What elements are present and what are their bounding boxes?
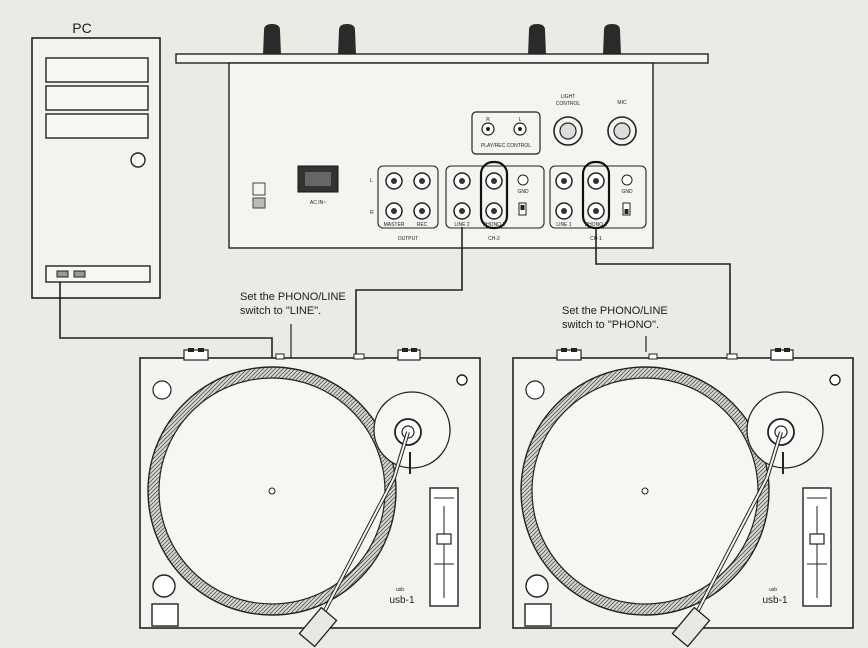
- gnd-label-ch2: GND: [517, 189, 529, 195]
- rpm-button-icon: [152, 380, 172, 400]
- phono2-label: PHONO 2: [483, 222, 506, 228]
- connector-icon: [397, 349, 421, 361]
- phono1-label: PHONO 1: [585, 222, 608, 228]
- callout-left-line2: switch to "LINE".: [240, 305, 321, 317]
- master-label: MASTER: [384, 222, 405, 228]
- play-rec-r-label: R: [486, 117, 490, 123]
- connector-pin: [402, 348, 408, 352]
- rpm-button-icon: [525, 380, 545, 400]
- play-rec-l-label: L: [519, 117, 522, 123]
- pitch-fader-knob: [809, 533, 825, 545]
- rec-label: REC: [417, 222, 428, 228]
- connector-pin: [775, 348, 781, 352]
- port-icon: [726, 353, 738, 360]
- tonearm-inner: [319, 431, 409, 621]
- gnd-label-ch1: GND: [621, 189, 633, 195]
- tonearm-inner: [692, 431, 782, 621]
- ch2-label: CH-2: [488, 236, 500, 242]
- callout-right-line1: Set the PHONO/LINE: [562, 305, 668, 317]
- power-button-icon: [130, 152, 146, 168]
- connector-icon: [556, 349, 582, 361]
- line2-label: LINE 2: [454, 222, 470, 228]
- light-icon: [829, 374, 841, 386]
- start-button-icon: [525, 574, 549, 598]
- gnd-screw-icon: [517, 174, 529, 186]
- connector-icon: [183, 349, 209, 361]
- port-icon: [353, 353, 365, 360]
- spindle-icon: [268, 487, 276, 495]
- spindle-icon: [641, 487, 649, 495]
- connector-pin: [188, 348, 194, 352]
- ch1-jacks: [555, 172, 605, 220]
- stop-button-icon: [151, 603, 179, 627]
- mixer-knobs: [263, 24, 621, 55]
- connector-icon: [770, 349, 794, 361]
- model-label-small: usb: [769, 587, 777, 593]
- stop-button-icon: [524, 603, 552, 627]
- pc-tower: PC: [31, 20, 161, 299]
- pitch-fader-knob: [436, 533, 452, 545]
- play-rec-label: PLAY/REC CONTROL: [481, 143, 531, 149]
- l-label: L: [370, 178, 373, 184]
- turntable-left: usb usb-1: [139, 348, 481, 648]
- model-label: usb-1: [389, 595, 414, 606]
- mic-label: MIC: [617, 100, 627, 106]
- connector-pin: [411, 348, 417, 352]
- output-label: OUTPUT: [398, 236, 419, 242]
- model-label-small: usb: [396, 587, 404, 593]
- gnd-screw-icon: [621, 174, 633, 186]
- port-icon: [648, 353, 658, 360]
- start-button-icon: [152, 574, 176, 598]
- cable-ch2-to-left-turntable: [355, 227, 463, 358]
- model-label: usb-1: [762, 595, 787, 606]
- pc-label: PC: [72, 20, 91, 36]
- headshell-icon: [671, 606, 711, 648]
- cables: [59, 227, 731, 358]
- usb-cable-pc-to-left-turntable: [59, 282, 273, 358]
- connector-pin: [561, 348, 567, 352]
- ch2-jacks: [453, 172, 503, 220]
- port-icon: [275, 353, 285, 360]
- callout-right-line2: switch to "PHONO".: [562, 319, 659, 331]
- mixer-back-panel: [228, 62, 654, 249]
- callout-left-line1: Set the PHONO/LINE: [240, 291, 346, 303]
- ac-in-label: AC IN~: [310, 200, 326, 206]
- output-jacks: [385, 172, 431, 220]
- ch2-highlight: [479, 160, 509, 230]
- cable-ch1-to-right-turntable: [595, 227, 731, 358]
- light-icon: [456, 374, 468, 386]
- usb-port-icon: [73, 270, 86, 278]
- line1-label: LINE 1: [556, 222, 572, 228]
- usb-port-icon: [56, 270, 69, 278]
- headshell-icon: [298, 606, 338, 648]
- connector-pin: [198, 348, 204, 352]
- turntable-right: usb usb-1: [512, 348, 854, 648]
- connector-pin: [571, 348, 577, 352]
- connector-pin: [784, 348, 790, 352]
- r-label: R: [370, 210, 374, 216]
